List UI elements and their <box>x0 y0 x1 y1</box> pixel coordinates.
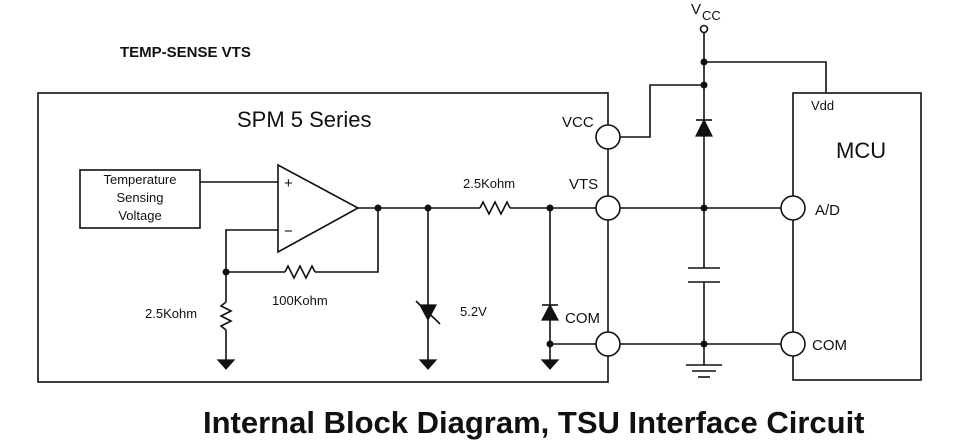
zener-voltage-label: 5.2V <box>460 304 487 319</box>
com-pin-label: COM <box>565 310 600 327</box>
zener-bar-icon <box>415 300 441 325</box>
spm-module-box <box>37 92 609 383</box>
wire-inverting-input <box>225 229 278 272</box>
ground-icon <box>540 359 560 370</box>
wire-to-mcu-vdd <box>704 61 827 93</box>
supply-terminal <box>699 24 709 34</box>
junction-com-ground <box>700 340 708 348</box>
clamp-diode-icon <box>541 303 559 321</box>
vcc-pin-label: VCC <box>562 114 594 131</box>
vts-pin-label: VTS <box>569 176 598 193</box>
opamp-plus-sign: + <box>284 175 293 192</box>
resistor-ground-icon <box>219 301 233 331</box>
sensor-label-line3: Voltage <box>118 208 161 223</box>
mcu-com-pin <box>780 331 806 357</box>
wire-feedback-right <box>315 208 379 273</box>
resistor-series-label: 2.5Kohm <box>463 176 515 191</box>
ground-icon <box>216 359 236 370</box>
ground-icon <box>418 359 438 370</box>
opamp-minus-sign: − <box>284 223 293 240</box>
resistor-100k-icon <box>284 264 316 280</box>
resistor-series-icon <box>479 200 511 216</box>
diagram-caption: Internal Block Diagram, TSU Interface Ci… <box>203 405 865 440</box>
temperature-sensing-block: Temperature Sensing Voltage <box>79 169 201 229</box>
vcc-pin <box>595 124 621 150</box>
mcu-title: MCU <box>836 138 886 163</box>
resistor-100k-label: 100Kohm <box>272 293 328 308</box>
sensor-label-line2: Sensing <box>117 190 164 205</box>
mcu-pin-vdd-label: Vdd <box>811 98 834 113</box>
com-pin <box>595 331 621 357</box>
wire-to-vcc-pin <box>620 84 704 138</box>
mcu-box <box>792 92 922 381</box>
spm-module-title: SPM 5 Series <box>237 107 372 132</box>
sensor-label-line1: Temperature <box>104 172 177 187</box>
resistor-ground-label: 2.5Kohm <box>145 306 197 321</box>
supply-label: VCC <box>691 1 721 23</box>
mcu-pin-com-label: COM <box>812 337 847 354</box>
junction-output-node <box>374 204 382 212</box>
diagram-heading: TEMP-SENSE VTS <box>120 44 251 61</box>
earth-ground-icon <box>686 364 722 378</box>
vts-pin <box>595 195 621 221</box>
mcu-pin-ad-label: A/D <box>815 202 840 219</box>
mcu-ad-pin <box>780 195 806 221</box>
opamp-symbol: + − <box>277 163 360 254</box>
protect-diode-icon <box>695 118 713 137</box>
